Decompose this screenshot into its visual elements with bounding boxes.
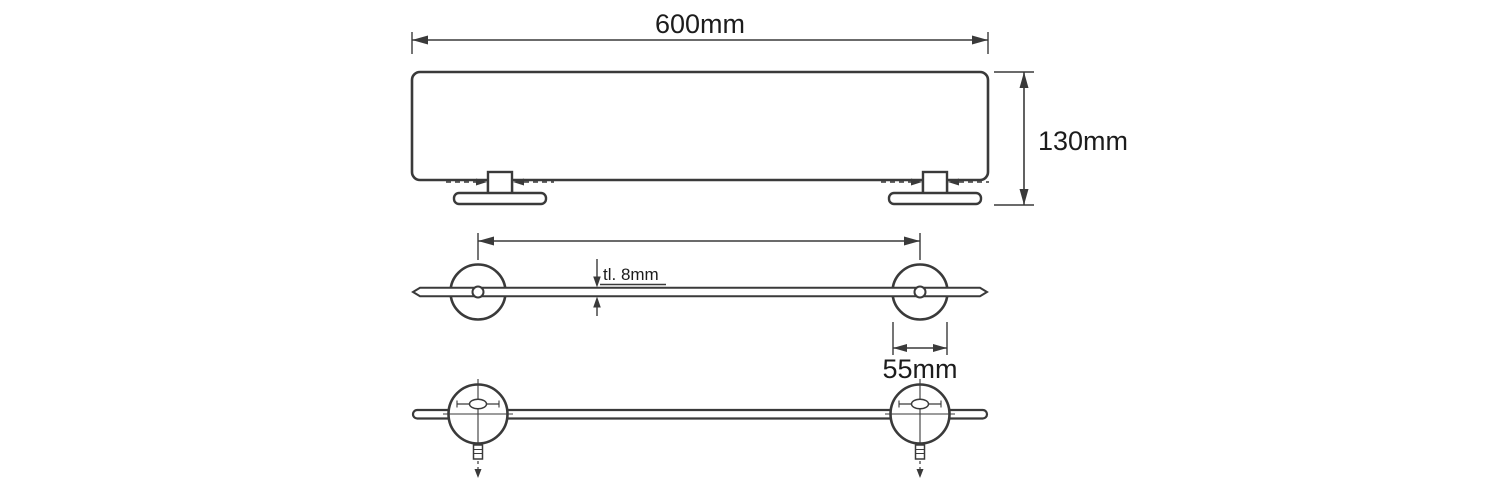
thickness-dimension-label: tl. 8mm [603, 265, 659, 284]
arrowhead-up-icon [593, 296, 601, 308]
shelf-rod [411, 408, 989, 420]
right-mount-hub [913, 285, 927, 299]
left-bracket-clamp [486, 170, 514, 197]
arrowhead-left-icon [893, 344, 907, 352]
screw-head [910, 398, 930, 410]
right-bracket-base [887, 191, 983, 206]
arrowhead-right-icon [904, 236, 920, 246]
arrowhead-left-icon [478, 236, 494, 246]
arrowhead-icon [948, 178, 959, 186]
right-bracket-clamp [921, 170, 949, 197]
right-crosshair [885, 379, 955, 444]
mount-spacing-dimension [477, 233, 921, 260]
arrowhead-left-icon [412, 35, 428, 45]
height-dimension [994, 71, 1034, 206]
thickness-dimension [593, 259, 666, 316]
left-bracket-base [452, 191, 548, 206]
arrowhead-down-icon [474, 469, 482, 478]
arrowhead-down-icon [916, 469, 924, 478]
plan-view [411, 379, 989, 478]
left-bracket-arrows [446, 178, 554, 186]
arrowhead-icon [513, 178, 524, 186]
left-screw-detail [456, 398, 500, 410]
left-crosshair [443, 379, 513, 444]
screw-body [914, 444, 926, 460]
flange-diameter-dimension [892, 322, 948, 355]
arrowhead-right-icon [933, 344, 947, 352]
arrowhead-right-icon [972, 35, 988, 45]
left-mount-hub [471, 285, 485, 299]
front-view [410, 70, 990, 206]
width-dimension [411, 32, 989, 54]
arrowhead-up-icon [1019, 72, 1029, 88]
side-profile-view [411, 263, 989, 321]
arrowhead-down-icon [593, 276, 601, 288]
right-screw-detail [898, 398, 942, 410]
arrowhead-icon [476, 178, 487, 186]
left-wall-screw [472, 444, 484, 478]
shelf-panel [410, 70, 990, 182]
right-wall-screw [914, 444, 926, 478]
screw-head [468, 398, 488, 410]
glass-shelf-profile [411, 286, 989, 298]
arrowhead-down-icon [1019, 189, 1029, 205]
height-dimension-label: 130mm [1038, 126, 1128, 156]
arrowhead-icon [911, 178, 922, 186]
screw-body [472, 444, 484, 460]
width-dimension-label: 600mm [655, 9, 745, 39]
right-bracket-arrows [881, 178, 989, 186]
